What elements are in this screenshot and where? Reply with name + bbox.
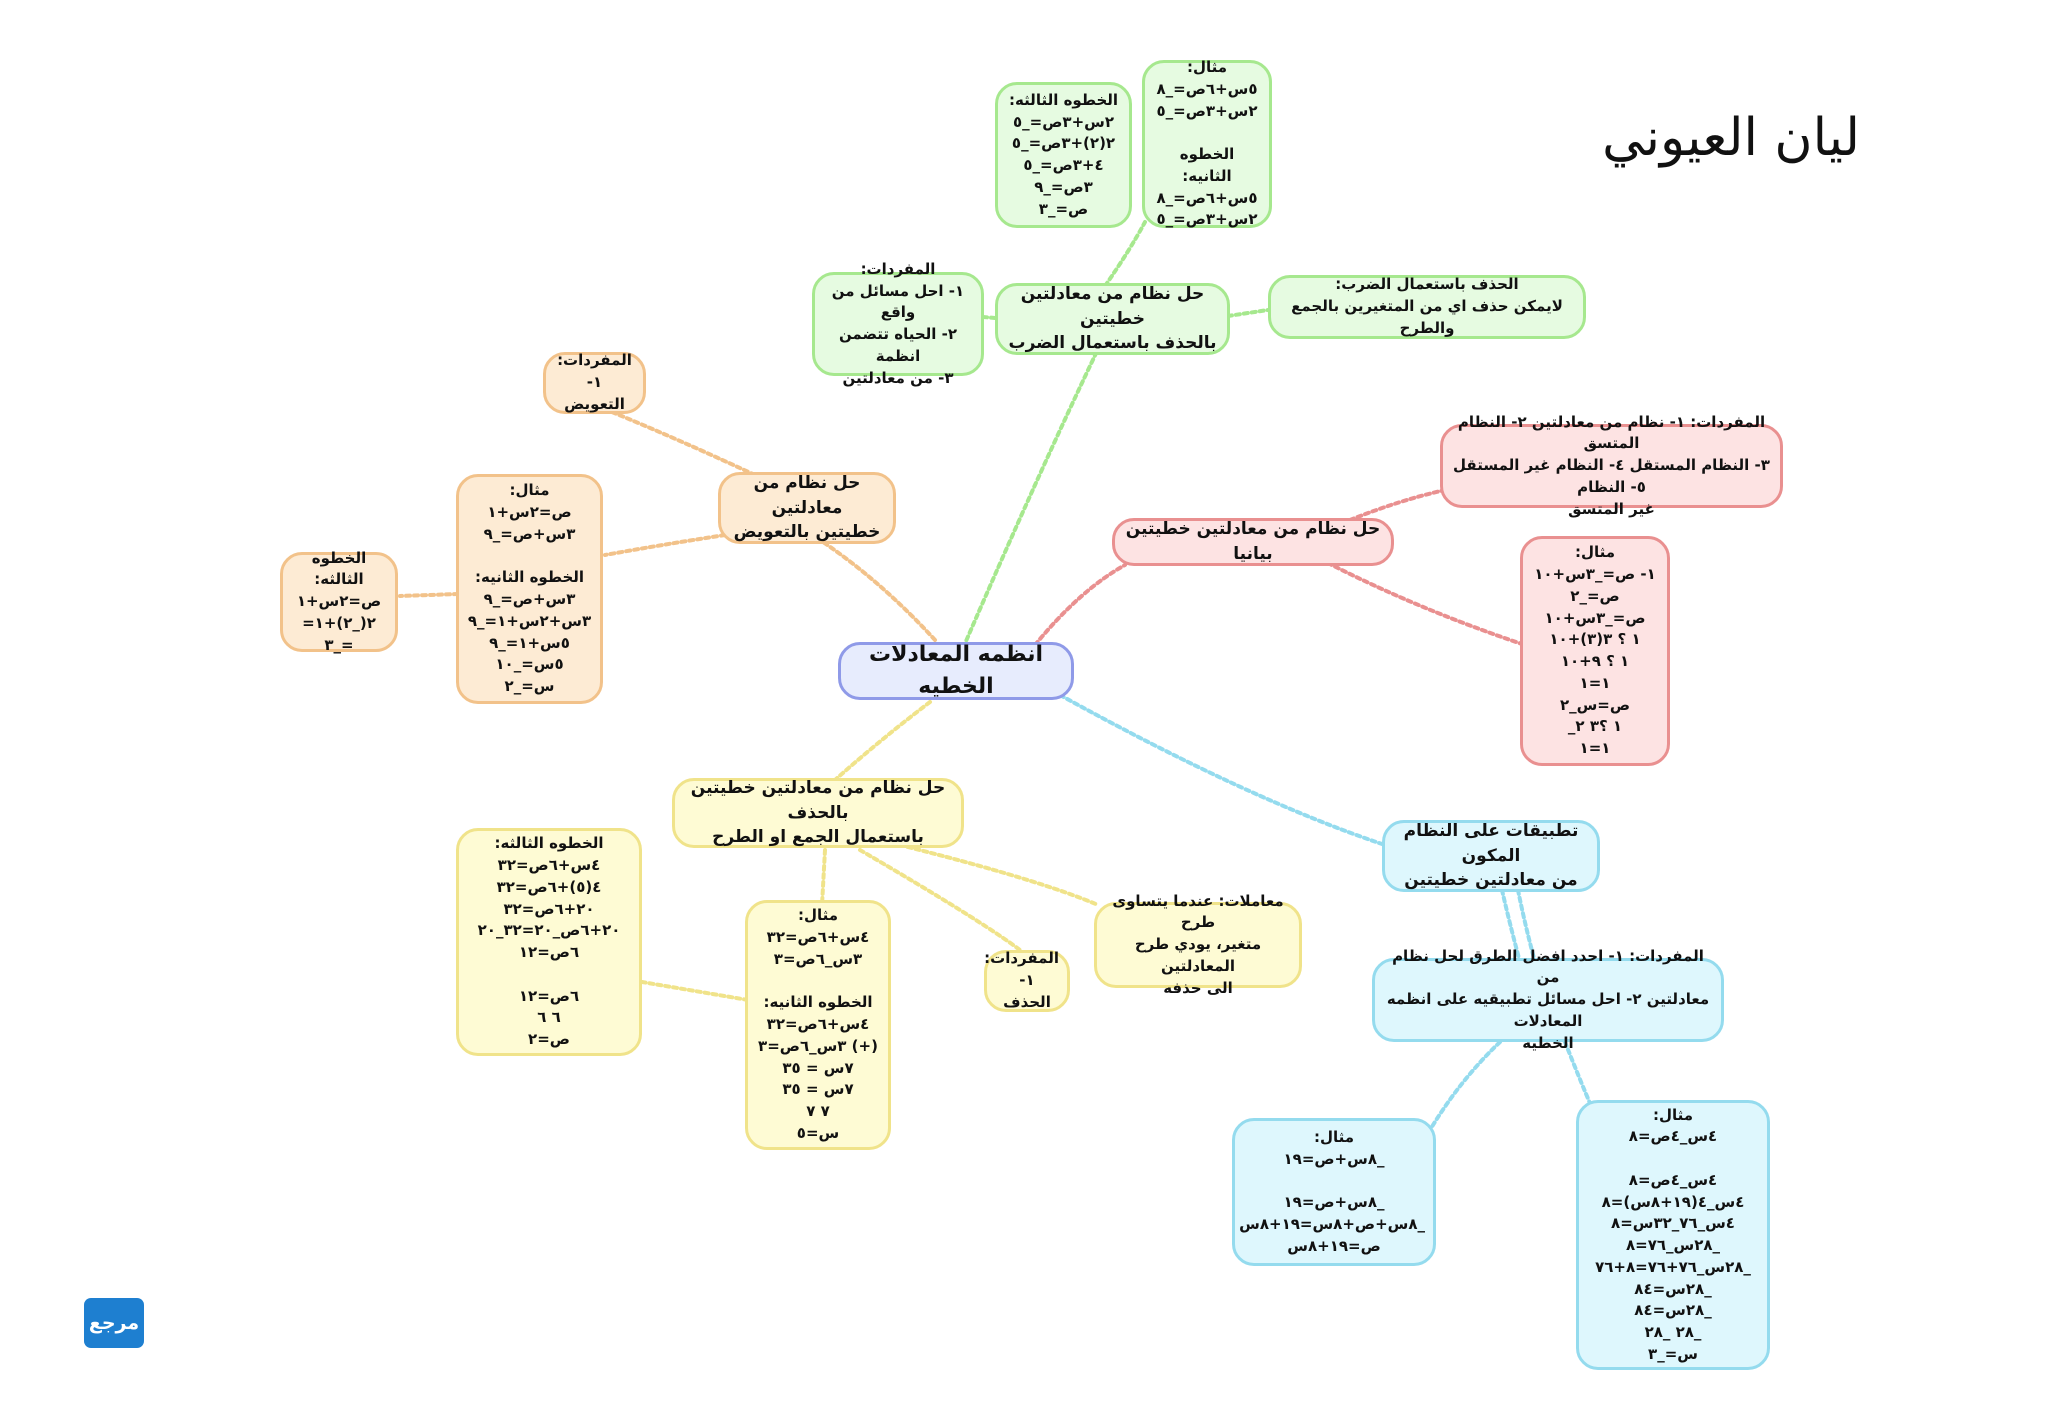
connector-blue-vocab-a <box>1500 888 1522 964</box>
author-name: ليان العيوني <box>1602 108 1860 168</box>
connector-green-note <box>1226 308 1270 318</box>
connector-green-examples <box>1103 220 1147 288</box>
connector-yellow-note <box>898 843 1100 907</box>
orange-step3-box: الخطوه الثالثه: ص=٢س+١ ٢(_٢)+١= =_٣ <box>280 549 398 654</box>
connector-center-yellow <box>833 700 932 782</box>
connector-red-example <box>1326 561 1527 647</box>
connector-yellow-example <box>820 848 827 907</box>
connector-center-blue <box>1058 693 1387 847</box>
logo-text: مرجع <box>88 1312 140 1334</box>
green-vocab-box: المفردات: ١- احل مسائل من واقع ٢- الحياه… <box>812 260 984 387</box>
red-branch-title: حل نظام من معادلتين خطيتين بيانيا <box>1112 518 1394 566</box>
yellow-branch-title: حل نظام من معادلتين خطيتين بالحذف باستعم… <box>672 778 964 848</box>
connector-yellow-vocab <box>858 848 1022 952</box>
connector-orange-example <box>603 533 727 557</box>
connector-yellow-step3 <box>640 980 750 1002</box>
connector-center-green <box>958 343 1102 657</box>
connector-center-red <box>1033 563 1127 647</box>
orange-example-box: مثال: ص=٢س+١ ٣س+ص=_٩ الخطوه الثانيه: ٣س+… <box>456 474 603 704</box>
green-step3-box: الخطوه الثالثه: ٢س+٣ص=_٥ ٢(٢)+٣ص=_٥ ٤+٣ص… <box>995 82 1132 228</box>
yellow-note-box: معاملات: عندما يتساوى طرح متغير، يودي طر… <box>1094 892 1302 997</box>
orange-vocab-box: المفردات: ١- التعويض <box>543 351 646 414</box>
connector-red-vocab <box>1348 488 1447 522</box>
orange-branch-title: حل نظام من معادلتين خطيتين بالتعويض <box>718 472 896 544</box>
connector-blue-example1 <box>1428 1040 1502 1132</box>
connector-orange-step3 <box>398 592 460 598</box>
red-example-box: مثال: ١- ص=_٣س+١٠ ص=_٢ ص=_٣س+١٠ ١ ؟ ٣(٣)… <box>1520 536 1670 766</box>
yellow-example-box: مثال: ٤س+٦ص=٣٢ ٣س_٦ص=٣ الخطوه الثانيه: ٤… <box>745 900 891 1150</box>
connector-blue-vocab-b <box>1516 888 1537 964</box>
blue-vocab-box: المفردات: ١- احدد افضل الطرق لحل نظام من… <box>1372 947 1724 1052</box>
blue-example-box-2: مثال: ٤س_٤ص=٨ ٤س_٤ص=٨ ٤س_٤(١٩+٨س)=٨ ٤س_٧… <box>1576 1100 1770 1370</box>
yellow-vocab-box: المفردات: ١- الحذف <box>984 949 1070 1012</box>
connector-center-orange <box>818 538 937 642</box>
green-example-box: مثال: ٥س+٦ص=_٨ ٢س+٣ص=_٥ الخطوه الثانيه: … <box>1142 58 1272 228</box>
connector-orange-vocab <box>610 410 757 477</box>
site-logo: مرجع <box>84 1298 144 1348</box>
central-topic: انظمه المعادلات الخطيه <box>838 642 1074 700</box>
yellow-step3-box: الخطوه الثالثه: ٤س+٦ص=٣٢ ٤(٥)+٦ص=٣٢ ٢٠+٦… <box>456 828 642 1056</box>
green-branch-title: حل نظام من معادلتين خطيتين بالحذف باستعم… <box>995 283 1230 355</box>
blue-branch-title: تطبيقات على النظام المكون من معادلتين خط… <box>1382 820 1600 892</box>
green-note-box: الحذف باستعمال الضرب: لايمكن حذف اي من ا… <box>1268 275 1586 339</box>
red-vocab-box: المفردات: ١- نظام من معادلتين ٢- النظام … <box>1440 413 1783 518</box>
blue-example-box-1: مثال: _٨س+ص=١٩ _٨س+ص=١٩ _٨س+ص+٨س=١٩+٨س ص… <box>1232 1118 1436 1266</box>
